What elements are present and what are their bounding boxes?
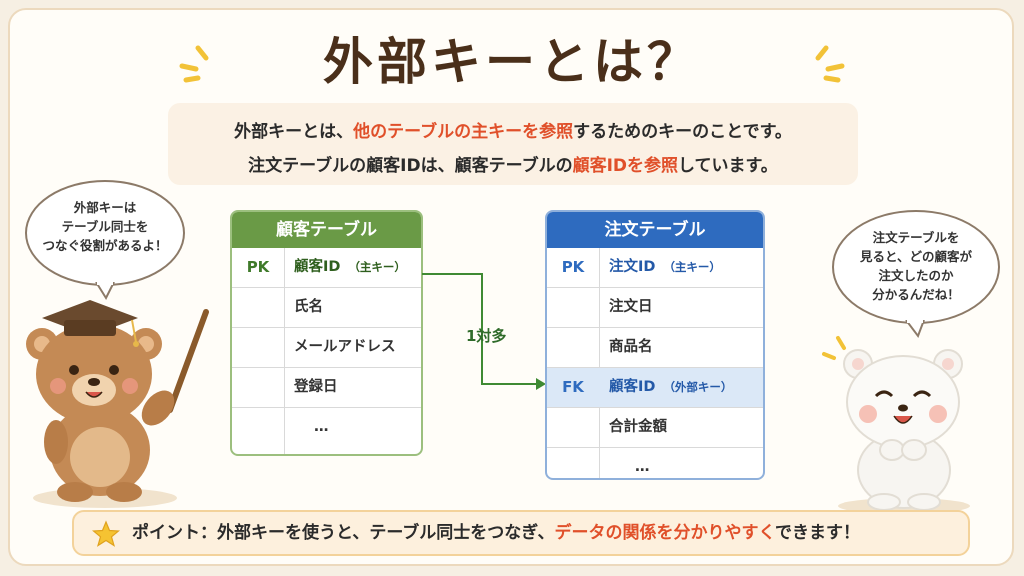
table-row: PK 注文ID（主キー） <box>547 248 763 288</box>
order-table-divider <box>599 248 600 478</box>
column-name: 顧客ID（主キー） <box>294 259 406 275</box>
customer-table: 顧客テーブル PK 顧客ID（主キー） 氏名 メールアドレス 登録日 … <box>230 210 423 456</box>
column-name: … <box>314 419 329 435</box>
column-name: 注文ID（主キー） <box>609 259 721 275</box>
table-row: … <box>232 408 421 447</box>
left-speech-bubble: 外部キーは テーブル同士を つなぐ役割があるよ！ <box>25 180 185 286</box>
star-icon <box>92 520 120 547</box>
order-table: 注文テーブル PK 注文ID（主キー） 注文日 商品名 FK 顧客ID（外部キー… <box>545 210 765 480</box>
column-name: 登録日 <box>294 379 338 395</box>
page-title: 外部キーとは？ <box>323 33 701 91</box>
relation-arrow <box>422 273 546 390</box>
bubble-tail-left-icon <box>95 282 115 301</box>
column-name: 注文日 <box>609 299 653 315</box>
order-table-header: 注文テーブル <box>547 212 763 248</box>
table-row: 氏名 <box>232 288 421 328</box>
table-row: … <box>547 448 763 478</box>
teacher-bear-icon <box>26 300 209 508</box>
sparkle-left-icon <box>179 45 209 83</box>
table-row: 合計金額 <box>547 408 763 448</box>
description-line-1: 外部キーとは、他のテーブルの主キーを参照するためのキーのことです。 <box>234 122 792 142</box>
right-speech-bubble: 注文テーブルを 見ると、どの顧客が 注文したのか 分かるんだね！ <box>832 210 1000 324</box>
column-name: 顧客ID（外部キー） <box>609 379 733 395</box>
foreign-key-label: FK <box>562 378 584 396</box>
white-bear-icon <box>822 336 970 514</box>
customer-table-divider <box>284 248 285 454</box>
column-name: … <box>635 459 650 475</box>
column-name: 商品名 <box>609 339 653 355</box>
primary-key-label: PK <box>246 258 270 276</box>
sparkle-right-icon <box>815 45 845 83</box>
primary-key-label: PK <box>561 258 585 276</box>
description-line-2: 注文テーブルの顧客IDは、顧客テーブルの顧客IDを参照しています。 <box>248 156 778 176</box>
column-name: 合計金額 <box>609 419 667 435</box>
column-name: メールアドレス <box>294 339 396 355</box>
relation-label: 1対多 <box>466 327 507 345</box>
point-text: ポイント：外部キーを使うと、テーブル同士をつなぎ、データの関係を分かりやすくでき… <box>132 523 860 543</box>
column-name: 氏名 <box>294 299 323 315</box>
point-box: ポイント：外部キーを使うと、テーブル同士をつなぎ、データの関係を分かりやすくでき… <box>72 510 970 556</box>
table-row: 注文日 <box>547 288 763 328</box>
table-row: 商品名 <box>547 328 763 368</box>
foreign-key-row: FK 顧客ID（外部キー） <box>547 368 763 408</box>
table-row: メールアドレス <box>232 328 421 368</box>
table-row: 登録日 <box>232 368 421 408</box>
description-box: 外部キーとは、他のテーブルの主キーを参照するためのキーのことです。 注文テーブル… <box>168 103 858 185</box>
customer-table-header: 顧客テーブル <box>232 212 421 248</box>
bubble-tail-right-icon <box>905 320 925 339</box>
table-row: PK 顧客ID（主キー） <box>232 248 421 288</box>
